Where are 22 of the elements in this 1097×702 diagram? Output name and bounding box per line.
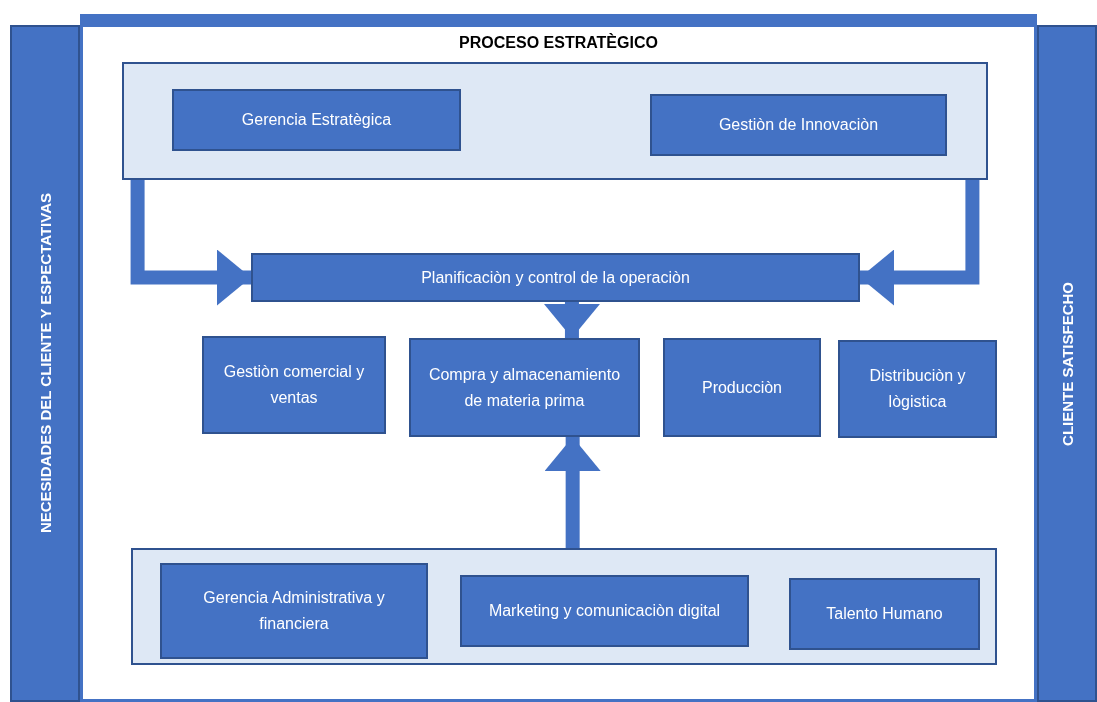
side-label: CLIENTE SATISFECHO — [1058, 281, 1076, 446]
group-panel — [122, 62, 988, 180]
process-box: Distribuciòn y lògistica — [838, 340, 997, 438]
process-box: Compra y almacenamiento de materia prima — [409, 338, 640, 437]
group-panel — [131, 548, 997, 665]
process-box: Gerencia Administrativa y financiera — [160, 563, 428, 659]
block-arrow — [544, 437, 601, 548]
frame-panel — [80, 14, 1037, 702]
side-label: NECESIDADES DEL CLIENTE Y ESPECTATIVAS — [36, 193, 54, 534]
side-bar — [1037, 25, 1097, 702]
process-box: Gerencia Estratègica — [172, 89, 461, 151]
process-box: Producciòn — [663, 338, 821, 437]
side-bar — [10, 25, 80, 702]
process-box: Marketing y comunicaciòn digital — [460, 575, 749, 647]
section-title: PROCESO ESTRATÈGICO — [459, 34, 658, 52]
process-box: Planificaciòn y control de la operaciòn — [251, 253, 860, 302]
block-arrow — [543, 302, 600, 338]
process-box: Gestiòn de Innovaciòn — [650, 94, 947, 156]
block-arrow — [860, 180, 980, 306]
process-box: Gestiòn comercial y ventas — [202, 336, 386, 434]
process-box: Talento Humano — [789, 578, 980, 650]
block-arrow — [130, 180, 251, 306]
